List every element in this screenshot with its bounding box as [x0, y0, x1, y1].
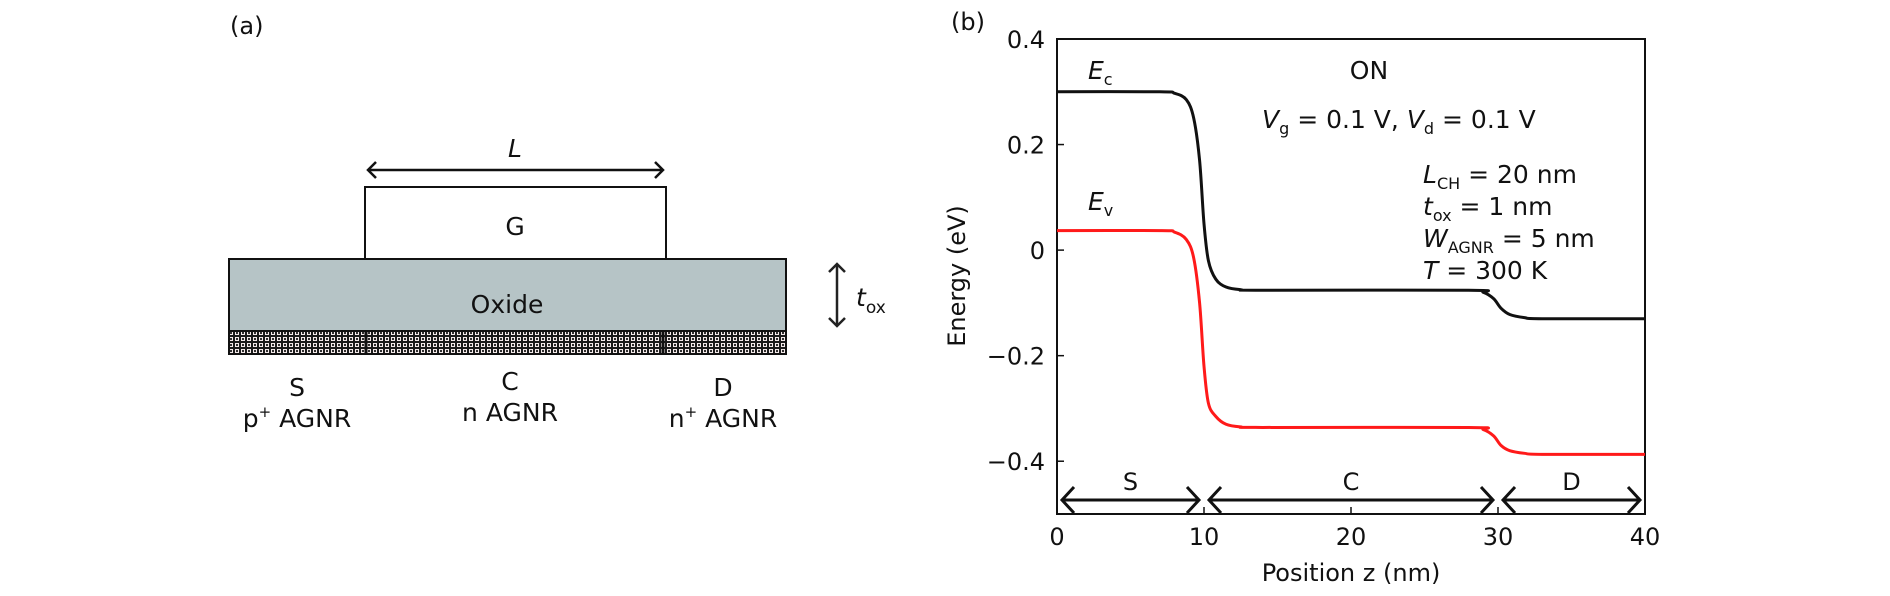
y-tick-label: 0 — [1030, 237, 1045, 265]
region-label-channel: C n AGNR — [462, 367, 558, 427]
energy-band-plot: 0.4 0.2 0 −0.2 −0.4 0 10 20 30 40 S C D — [987, 26, 1661, 551]
x-tick-label: 10 — [1189, 523, 1220, 551]
y-tick-label: 0.2 — [1007, 132, 1045, 160]
y-tick-label: −0.2 — [987, 343, 1045, 371]
region-arrow-label: S — [1123, 468, 1138, 496]
length-arrow — [366, 161, 665, 179]
y-tick-label: 0.4 — [1007, 26, 1045, 54]
length-symbol: L — [508, 134, 522, 163]
x-tick-label: 0 — [1049, 523, 1064, 551]
state-label: ON — [1350, 56, 1388, 85]
region-doping: n AGNR — [462, 398, 558, 427]
region-arrow-label: C — [1343, 468, 1360, 496]
x-axis-label: Position z (nm) — [1262, 559, 1441, 587]
param-ribbon-width: WAGNR = 5 nm — [1423, 224, 1595, 257]
region-arrow-label: D — [1562, 468, 1580, 496]
region-arrow-d: D — [1500, 468, 1643, 515]
arrow-head-left — [1206, 485, 1223, 515]
oxide-thickness-label: tox — [856, 283, 886, 318]
x-axis: 0 10 20 30 40 — [1049, 507, 1660, 551]
panel-b-label: (b) — [951, 8, 985, 36]
panel-a-label: (a) — [230, 12, 263, 40]
arrow-head-left — [1059, 485, 1076, 515]
region-letter: S — [289, 373, 305, 402]
x-tick-label: 30 — [1483, 523, 1514, 551]
x-tick-label: 20 — [1336, 523, 1367, 551]
oxide-thickness-arrow — [828, 262, 846, 328]
oxide-label: Oxide — [471, 290, 544, 319]
y-axis-label: Energy (eV) — [943, 205, 971, 347]
y-axis: 0.4 0.2 0 −0.2 −0.4 — [987, 26, 1064, 476]
agnr-layer — [228, 330, 787, 355]
region-label-drain: D n+ AGNR — [669, 373, 778, 433]
param-oxide-thickness: tox = 1 nm — [1423, 192, 1552, 225]
device-parameters: LCH = 20 nm tox = 1 nm WAGNR = 5 nm T = … — [1423, 160, 1595, 285]
ec-label: Ec — [1088, 56, 1113, 89]
y-tick-label: −0.4 — [987, 448, 1045, 476]
series-group — [1056, 90, 1646, 456]
region-doping: n+ AGNR — [669, 403, 778, 433]
region-arrow-c: C — [1206, 468, 1496, 515]
region-doping: p+ AGNR — [243, 403, 352, 433]
region-letter: D — [713, 373, 732, 402]
arrow-head-left — [1500, 485, 1517, 515]
param-temperature: T = 300 K — [1423, 256, 1548, 285]
arrow-head-right — [1185, 485, 1202, 515]
oxide-layer — [228, 258, 787, 332]
series-line-ev — [1056, 228, 1646, 456]
region-letter: C — [501, 367, 518, 396]
param-channel-length: LCH = 20 nm — [1423, 160, 1577, 193]
series-line-ec — [1056, 90, 1646, 321]
panel-b: (b) 0.4 0.2 0 −0.2 −0.4 0 10 20 30 40 S C D Energy… — [943, 8, 1660, 587]
gate-label: G — [505, 212, 524, 241]
arrow-head-right — [1479, 485, 1496, 515]
region-label-source: S p+ AGNR — [243, 373, 352, 433]
bias-conditions: Vg = 0.1 V, Vd = 0.1 V — [1262, 105, 1536, 138]
panel-a: (a) L G Oxide tox S p+ AGNR — [228, 12, 886, 433]
region-arrow-s: S — [1059, 468, 1202, 515]
x-tick-label: 40 — [1630, 523, 1661, 551]
arrow-head-right — [1626, 485, 1643, 515]
ev-label: Ev — [1088, 187, 1113, 220]
